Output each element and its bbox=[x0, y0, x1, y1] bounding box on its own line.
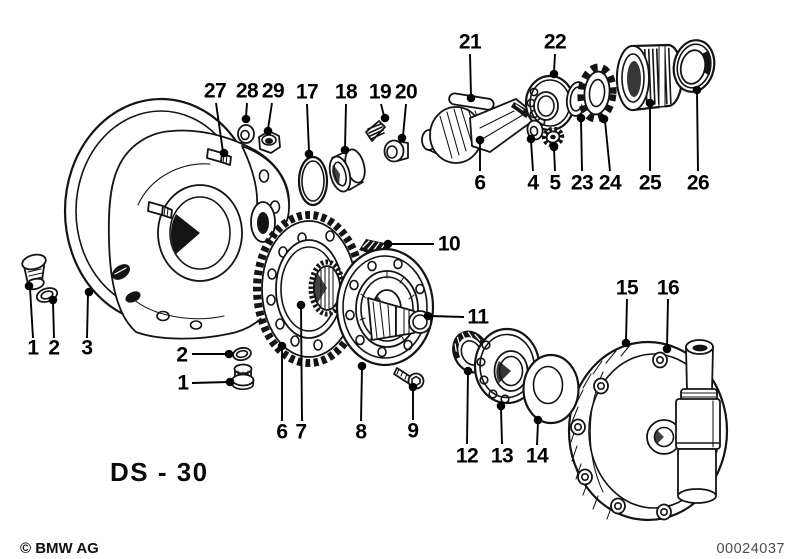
seal-ring-26 bbox=[672, 39, 716, 93]
callout-2-left[interactable]: 2 bbox=[48, 336, 60, 360]
callout-8[interactable]: 8 bbox=[355, 420, 367, 444]
leader-lines bbox=[29, 53, 699, 446]
callout-6-top[interactable]: 6 bbox=[474, 171, 486, 195]
diagram-number: 00024037 bbox=[716, 541, 785, 557]
speedo-drive-housing bbox=[675, 339, 721, 504]
callout-1-mid[interactable]: 1 bbox=[177, 371, 189, 395]
callout-27[interactable]: 27 bbox=[203, 79, 227, 103]
shim-ring-14 bbox=[522, 353, 580, 425]
callout-14[interactable]: 14 bbox=[525, 444, 549, 468]
callout-26[interactable]: 26 bbox=[686, 171, 710, 195]
spline-wedge-19 bbox=[365, 120, 386, 142]
drain-plug-left bbox=[21, 253, 47, 291]
leader-dots bbox=[24, 69, 702, 425]
callout-24[interactable]: 24 bbox=[598, 171, 622, 195]
cover-bolt-holes bbox=[570, 351, 672, 521]
sealing-ring-mid bbox=[232, 346, 252, 362]
callout-19[interactable]: 19 bbox=[368, 80, 392, 104]
callout-3[interactable]: 3 bbox=[81, 336, 93, 360]
callout-7[interactable]: 7 bbox=[295, 420, 307, 444]
output-shaft-11 bbox=[367, 297, 432, 341]
drain-plug-mid bbox=[231, 363, 255, 391]
threaded-ring-25 bbox=[615, 43, 684, 112]
callout-22[interactable]: 22 bbox=[543, 30, 567, 54]
bolt-9 bbox=[393, 367, 425, 390]
callout-16[interactable]: 16 bbox=[656, 276, 680, 300]
drawing-code: DS - 30 bbox=[110, 457, 209, 487]
callout-2-mid[interactable]: 2 bbox=[176, 343, 188, 367]
differential-hub bbox=[335, 247, 435, 367]
callout-28[interactable]: 28 bbox=[235, 79, 259, 103]
callout-13[interactable]: 13 bbox=[490, 444, 514, 468]
washer-28 bbox=[237, 124, 255, 144]
callout-9[interactable]: 9 bbox=[407, 419, 419, 443]
callout-6-bottom[interactable]: 6 bbox=[276, 420, 288, 444]
callout-15[interactable]: 15 bbox=[615, 276, 639, 300]
callout-21[interactable]: 21 bbox=[458, 30, 482, 54]
drive-pinion bbox=[421, 92, 535, 164]
callout-12[interactable]: 12 bbox=[455, 444, 479, 468]
copyright-notice: © BMW AG bbox=[20, 540, 99, 557]
callout-18[interactable]: 18 bbox=[334, 80, 358, 104]
rear-cover bbox=[567, 339, 729, 522]
callout-29[interactable]: 29 bbox=[261, 79, 285, 103]
nut-29 bbox=[258, 130, 281, 154]
callout-5[interactable]: 5 bbox=[549, 171, 561, 195]
callout-23[interactable]: 23 bbox=[570, 171, 594, 195]
bushing-18 bbox=[328, 148, 366, 193]
bushing-20 bbox=[383, 139, 409, 163]
callout-17[interactable]: 17 bbox=[295, 80, 319, 104]
housing-stud-left bbox=[147, 201, 173, 219]
crown-wheel bbox=[253, 211, 365, 367]
callout-25[interactable]: 25 bbox=[638, 171, 662, 195]
gasket-ring-17 bbox=[297, 155, 329, 207]
callout-10[interactable]: 10 bbox=[437, 232, 461, 256]
callout-11[interactable]: 11 bbox=[467, 305, 489, 329]
callout-4[interactable]: 4 bbox=[527, 171, 539, 195]
star-lock-washer-24 bbox=[577, 63, 617, 123]
callout-20[interactable]: 20 bbox=[394, 80, 418, 104]
callout-1-left[interactable]: 1 bbox=[27, 336, 39, 360]
final-drive-housing bbox=[63, 97, 290, 340]
